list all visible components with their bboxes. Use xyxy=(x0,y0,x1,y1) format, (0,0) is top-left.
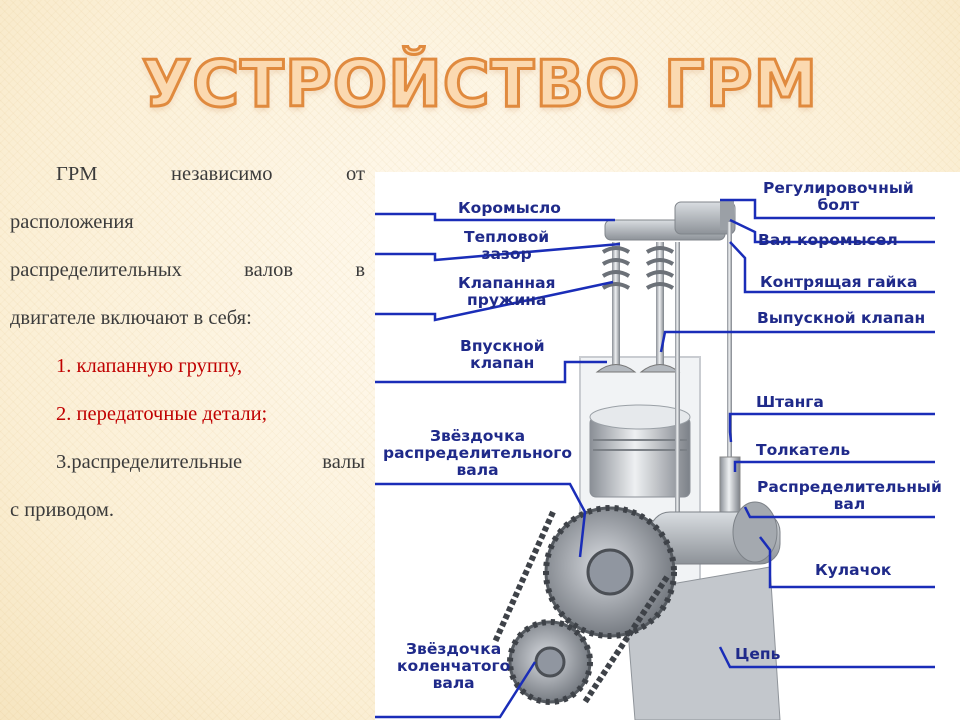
pushrod xyxy=(675,242,680,552)
list-item-camshafts-line1: 3.распределительные валы xyxy=(56,451,365,473)
list-item-valve-group: 1. клапанную группу, xyxy=(56,355,243,377)
tappet xyxy=(719,456,741,513)
intro-line-4: двигателе включают в себя: xyxy=(10,307,252,329)
label-rocker-arm: Коромысло xyxy=(458,199,561,217)
label-chain: Цепь xyxy=(735,645,781,663)
intake-valve xyxy=(612,242,620,372)
intro-line-1: ГРМ независимо от xyxy=(56,163,365,185)
engine-illustration xyxy=(375,198,935,720)
intro-line-2: расположения xyxy=(10,211,134,233)
label-pushrod: Штанга xyxy=(756,393,824,411)
label-tappet: Толкатель xyxy=(756,441,851,459)
list-item-transfer-parts: 2. передаточные детали; xyxy=(56,403,268,425)
timing-chain xyxy=(492,510,670,704)
label-lock-nut: Контрящая гайка xyxy=(760,273,918,291)
list-item-camshafts-line2: с приводом. xyxy=(10,499,115,521)
label-exhaust-valve: Выпускной клапан xyxy=(757,309,926,327)
label-rocker-shaft: Вал коромысел xyxy=(758,231,898,249)
label-cam: Кулачок xyxy=(815,561,892,579)
slide-title: УСТРОЙСТВО ГРМ xyxy=(140,47,819,124)
valve-springs xyxy=(601,246,675,290)
intro-line-3: распределительных валов в xyxy=(10,259,365,281)
exhaust-valve xyxy=(656,242,664,372)
leader-lines xyxy=(375,198,935,719)
intro-text-block: ГРМ независимо от расположения распредел… xyxy=(10,150,365,534)
